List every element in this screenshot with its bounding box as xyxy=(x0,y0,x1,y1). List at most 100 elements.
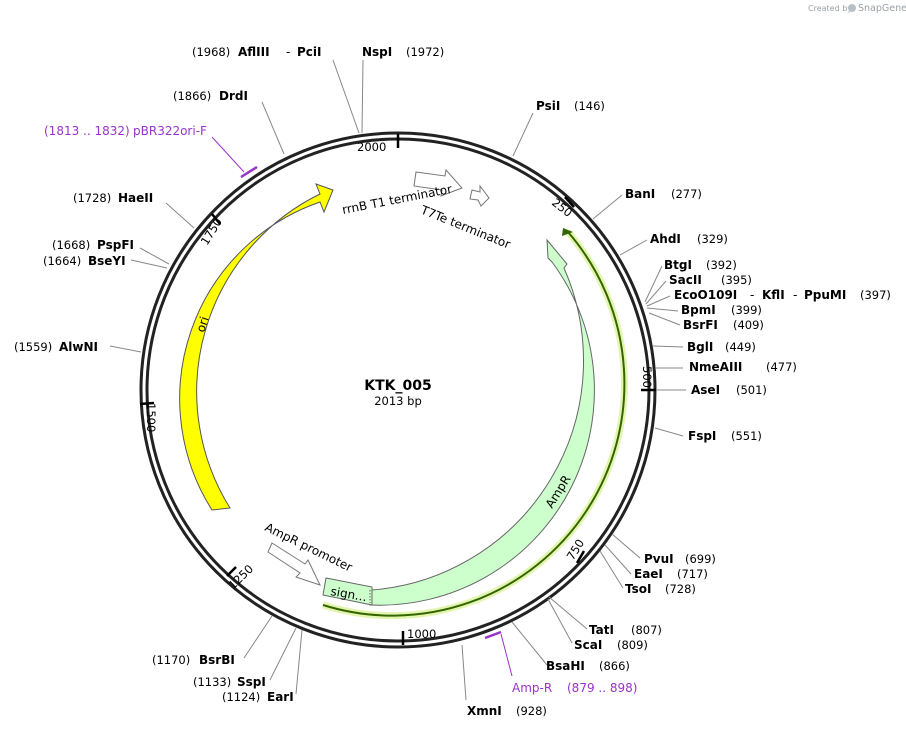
enzyme-name: BseYI xyxy=(88,254,126,268)
tick-mark-750 xyxy=(575,550,586,564)
enzyme-tso[interactable]: TsoI (728) xyxy=(625,582,696,596)
enzyme-afl[interactable]: (1968) AflIII - PciI xyxy=(192,45,322,59)
primer-amp-r-binding[interactable] xyxy=(321,228,628,620)
enzyme-position: (146) xyxy=(574,99,605,113)
enzyme-psi[interactable]: PsiI (146) xyxy=(536,99,605,113)
enzyme-name: AflIII xyxy=(238,45,270,59)
enzyme-position: (1124) xyxy=(222,690,260,704)
feature-signal-sequence[interactable]: sign… xyxy=(322,577,373,606)
tick-label-500: 500 xyxy=(640,366,654,388)
enzyme-name: NmeAIII xyxy=(689,360,742,374)
ori-label: ori xyxy=(194,315,212,334)
enzyme-xmn[interactable]: XmnI (928) xyxy=(467,704,547,718)
leader-bsrf xyxy=(648,312,681,326)
leader-ssp xyxy=(269,627,297,681)
enzyme-name: BsaHI xyxy=(546,659,585,673)
enzyme-bgl[interactable]: BglI (449) xyxy=(687,340,756,354)
enzyme-position: (1559) xyxy=(14,340,52,354)
ampr-arrow[interactable] xyxy=(369,238,595,606)
enzyme-tat[interactable]: TatI (807) xyxy=(589,623,662,637)
enzyme-bpm[interactable]: BpmI (399) xyxy=(681,303,762,317)
primer-pbr322ori-f[interactable]: (1813 .. 1832) pBR322ori-F xyxy=(44,124,258,179)
leader-bsey xyxy=(130,259,168,269)
enzyme-nsp[interactable]: NspI (1972) xyxy=(362,45,444,59)
enzyme-ssp[interactable]: (1133) SspI xyxy=(193,675,266,689)
enzyme-hae[interactable]: (1728) HaeII xyxy=(73,191,153,205)
enzyme-drd[interactable]: (1866) DrdI xyxy=(173,89,248,103)
enzyme-name: PspFI xyxy=(97,238,134,252)
rrnb-t1-arrow[interactable] xyxy=(413,168,463,197)
amp-r-leader xyxy=(500,633,513,677)
enzyme-position: (395) xyxy=(721,273,752,287)
leader-xmn xyxy=(461,644,467,701)
leader-hae xyxy=(165,202,195,229)
enzyme-ban[interactable]: BanI (277) xyxy=(625,187,702,201)
leader-fsp xyxy=(654,427,684,437)
leader-sac xyxy=(645,280,667,305)
enzyme-name: ScaI xyxy=(574,638,602,652)
enzyme-btg[interactable]: BtgI (392) xyxy=(664,258,737,272)
enzyme-position: (699) xyxy=(685,552,716,566)
enzyme-position: (477) xyxy=(766,360,797,374)
leader-bsrb xyxy=(243,615,273,659)
enzyme-name: BpmI xyxy=(681,303,716,317)
enzyme-bsey[interactable]: (1664) BseYI xyxy=(43,254,126,268)
enzyme-position: (717) xyxy=(677,567,708,581)
ampr-promoter-arrow[interactable] xyxy=(267,542,321,586)
amp-r-marker[interactable] xyxy=(484,630,502,640)
leader-eco xyxy=(646,295,671,307)
enzyme-sca[interactable]: ScaI (809) xyxy=(574,638,648,652)
enzyme-eco[interactable]: EcoO109I - KflI - PpuMI (397) xyxy=(674,288,891,302)
tick-label-2000: 2000 xyxy=(357,140,386,154)
enzyme-position: (399) xyxy=(731,303,762,317)
feature-ampr[interactable]: AmpR xyxy=(369,238,595,606)
leader-afl xyxy=(332,59,360,134)
ori-arrow[interactable] xyxy=(179,183,334,511)
plasmid-title: KTK_005 2013 bp xyxy=(364,378,431,408)
leader-tat xyxy=(548,596,588,630)
enzyme-nme[interactable]: NmeAIII (477) xyxy=(689,360,797,374)
leader-bpm xyxy=(646,307,679,312)
primer-amp-r[interactable]: Amp-R (879 .. 898) xyxy=(484,630,637,695)
tick-mark-250 xyxy=(564,196,575,208)
enzyme-position: (329) xyxy=(697,232,728,246)
enzyme-alwn[interactable]: (1559) AlwNI xyxy=(14,340,98,354)
pbr322ori-f-marker[interactable] xyxy=(240,165,258,179)
enzyme-leaders xyxy=(109,59,686,701)
enzyme-eae[interactable]: EaeI (717) xyxy=(634,567,708,581)
enzyme-name: BtgI xyxy=(664,258,692,272)
enzyme-pvu[interactable]: PvuI (699) xyxy=(644,552,716,566)
leader-ban xyxy=(592,194,623,220)
tick-mark-1750 xyxy=(211,213,221,225)
amp-r-arrow-line xyxy=(322,231,626,617)
leader-btg xyxy=(644,265,663,303)
leader-alwn xyxy=(109,345,142,353)
enzyme-position: (1668) xyxy=(52,238,90,252)
enzyme-position: (1728) xyxy=(73,191,111,205)
enzyme-pspf[interactable]: (1668) PspFI xyxy=(52,238,134,252)
enzyme-position: (277) xyxy=(671,187,702,201)
signal-box[interactable] xyxy=(322,577,373,606)
enzyme-ahd[interactable]: AhdI (329) xyxy=(650,232,728,246)
enzyme-labels-left: (1170) BsrBI (1133) SspI (1124) EarI (15… xyxy=(14,45,444,704)
enzyme-bsah[interactable]: BsaHI (866) xyxy=(546,659,630,673)
enzyme-bsrb[interactable]: (1170) BsrBI xyxy=(152,653,235,667)
leader-ahd xyxy=(619,239,648,256)
feature-ori[interactable]: ori xyxy=(179,183,334,511)
enzyme-ase[interactable]: AseI (501) xyxy=(691,383,767,397)
enzyme-labels-right: PsiI (146) BanI (277) AhdI (329) BtgI (3… xyxy=(467,99,891,718)
enzyme-position: (928) xyxy=(516,704,547,718)
leader-bsah xyxy=(511,621,548,666)
enzyme-position: (551) xyxy=(731,429,762,443)
t7te-label: T7Te terminator xyxy=(418,202,513,251)
enzyme-bsrf[interactable]: BsrFI (409) xyxy=(683,318,764,332)
t7te-arrow[interactable] xyxy=(469,184,490,207)
enzyme-name: AhdI xyxy=(650,232,681,246)
enzyme-ear[interactable]: (1124) EarI xyxy=(222,690,294,704)
tick-label-1250: 1250 xyxy=(225,562,256,592)
feature-ampr-promoter[interactable]: AmpR promoter xyxy=(263,520,355,586)
enzyme-sac[interactable]: SacII (395) xyxy=(669,273,752,287)
enzyme-position: (1968) xyxy=(192,45,230,59)
enzyme-fsp[interactable]: FspI (551) xyxy=(688,429,762,443)
